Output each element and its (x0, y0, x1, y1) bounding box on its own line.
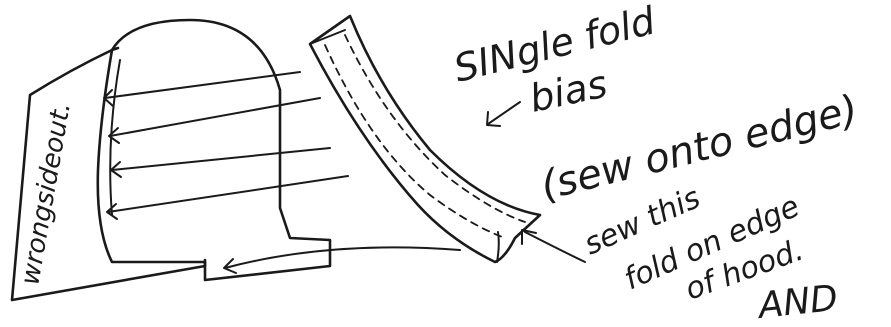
bias-tape-curl (497, 232, 499, 262)
hood-outline (98, 20, 330, 280)
arrow-3 (112, 148, 330, 170)
wrong-side-out-label: wrongsideout. (15, 100, 77, 287)
arrow-to-strip (488, 102, 520, 124)
arrow-4 (108, 176, 348, 212)
and-label: AND (755, 278, 840, 327)
arrow-to-fold (525, 232, 585, 262)
arrow-2 (110, 98, 320, 136)
arrow-1 (105, 72, 300, 98)
arrow-5 (225, 247, 460, 268)
arrow-group (104, 72, 460, 273)
